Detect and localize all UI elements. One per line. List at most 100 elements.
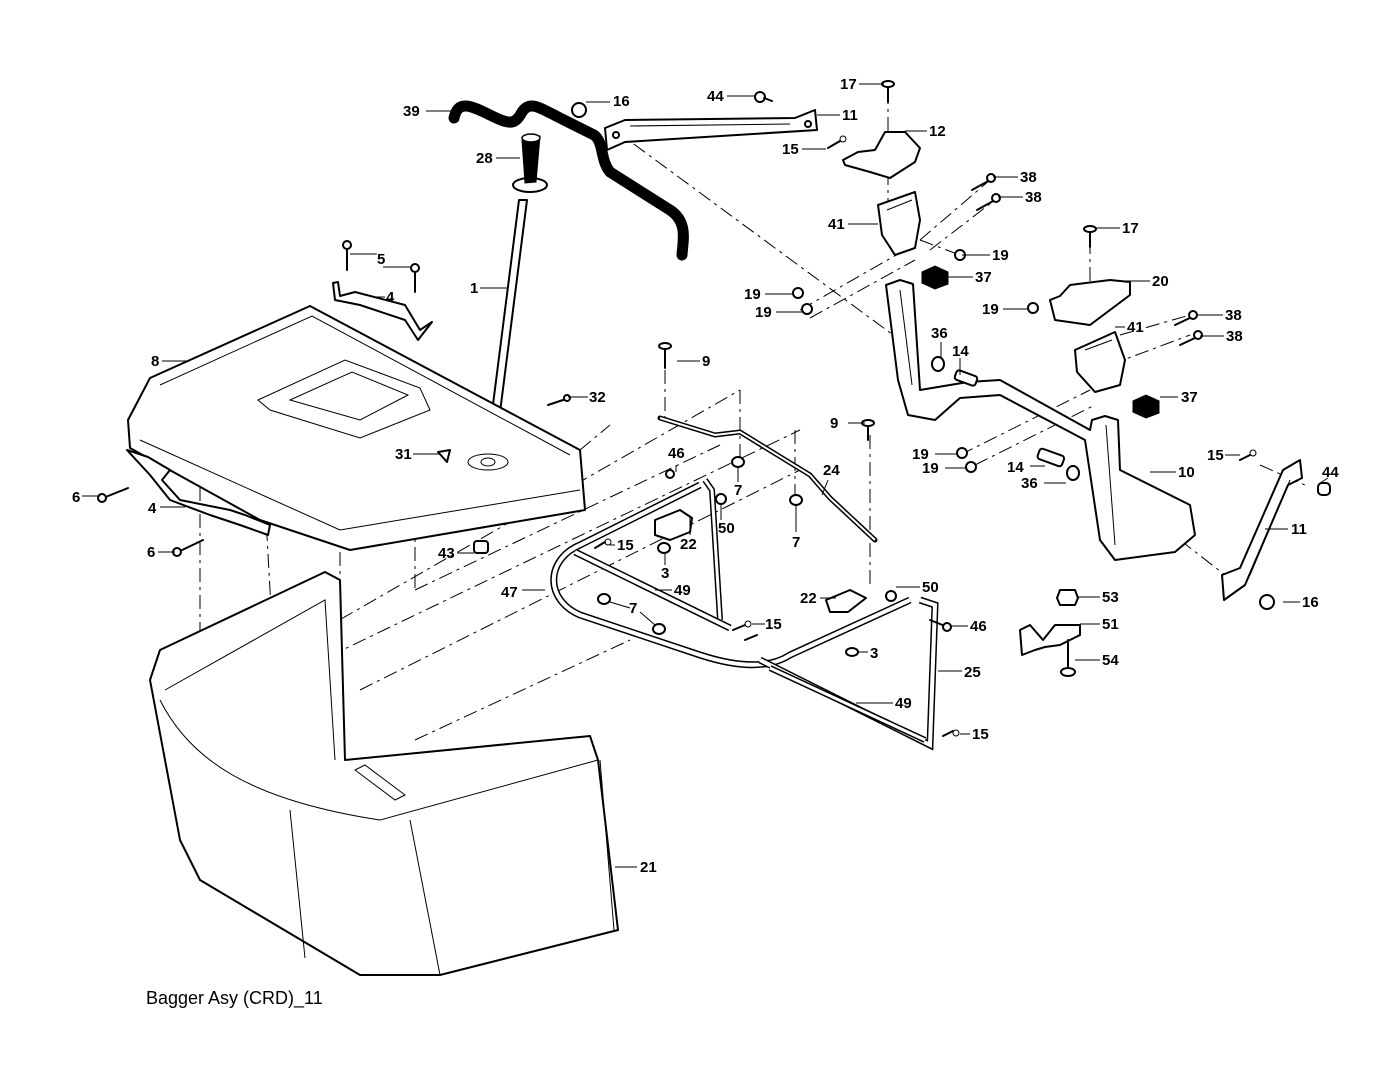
callout-19-e: 19 [912, 446, 929, 463]
callout-38-b: 38 [1025, 189, 1042, 206]
handle-side [126, 449, 271, 536]
screws-5 [342, 240, 420, 293]
callout-28: 28 [476, 150, 493, 167]
callout-1: 1 [470, 280, 478, 297]
callout-leaders [82, 83, 1329, 868]
washer-36a [931, 356, 945, 372]
mount-bracket-41b [1074, 331, 1126, 393]
callout-8: 8 [151, 353, 159, 370]
callout-32: 32 [589, 389, 606, 406]
pin-32 [547, 394, 571, 406]
callout-19-b: 19 [744, 286, 761, 303]
callout-3-b: 3 [870, 645, 878, 662]
diagram-title: Bagger Asy (CRD)_11 [146, 988, 323, 1008]
rail-49a [573, 548, 732, 632]
callout-6-bottom: 6 [147, 544, 155, 561]
callout-16-top: 16 [613, 93, 630, 110]
callout-37-right: 37 [1181, 389, 1198, 406]
handle-top [332, 281, 433, 341]
brace-top [604, 109, 818, 151]
callout-24: 24 [823, 462, 840, 479]
callout-31: 31 [395, 446, 412, 463]
callout-11-top: 11 [842, 107, 858, 124]
callout-labels: 39 28 1 5 4 8 32 31 6 4 6 43 16 44 11 15… [72, 76, 1339, 876]
callout-50-b: 50 [922, 579, 939, 596]
bumper-43 [473, 540, 489, 554]
bag-body [149, 571, 619, 976]
callout-5: 5 [377, 251, 385, 268]
callout-15-c: 15 [617, 537, 634, 554]
bolt-46 [929, 619, 952, 632]
brace-right [1221, 459, 1303, 601]
washer-36b [1066, 465, 1080, 481]
callout-9-top: 9 [702, 353, 710, 370]
callout-22-b: 22 [800, 590, 817, 607]
callout-19-f: 19 [922, 460, 939, 477]
hairpin-15a [827, 135, 847, 149]
clip-31 [437, 449, 451, 463]
callout-19-d: 19 [982, 301, 999, 318]
callout-4-top: 4 [386, 289, 395, 306]
callout-36-bottom: 36 [1021, 475, 1038, 492]
callout-51: 51 [1102, 616, 1119, 633]
callout-7-a: 7 [734, 482, 742, 499]
callout-25: 25 [964, 664, 981, 681]
callout-4-side: 4 [148, 500, 157, 517]
callout-6-top: 6 [72, 489, 80, 506]
frame-47 [550, 478, 912, 669]
callout-7-c: 7 [629, 600, 637, 617]
callout-19-a: 19 [992, 247, 1009, 264]
hairpin-15b [1239, 449, 1257, 461]
handle-grip [512, 133, 548, 193]
end-cap-37b [1132, 394, 1160, 419]
callout-17-right: 17 [1122, 220, 1139, 237]
callout-14-top: 14 [952, 343, 969, 360]
callout-41-right: 41 [1127, 319, 1144, 336]
handle-rod [488, 199, 528, 437]
callout-19-c: 19 [755, 304, 772, 321]
bracket-20 [1049, 279, 1131, 326]
nut-16b [1259, 594, 1275, 610]
callout-22-a: 22 [680, 536, 697, 553]
callout-46-right: 46 [970, 618, 987, 635]
frame-mount-10 [885, 279, 1196, 561]
bolt-38 [971, 173, 1203, 346]
callout-38-d: 38 [1226, 328, 1243, 345]
mount-bracket-41a [877, 191, 921, 256]
callout-3-a: 3 [661, 565, 669, 582]
callout-49-a: 49 [674, 582, 691, 599]
screws-6 [97, 487, 204, 557]
callout-15-right: 15 [1207, 447, 1224, 464]
nuts-19 [792, 249, 1039, 473]
bolt-44b [1317, 482, 1331, 496]
nut-16a [571, 102, 587, 118]
clamps-22 [654, 509, 867, 613]
callout-41-top: 41 [828, 216, 845, 233]
callout-12: 12 [929, 123, 946, 140]
callout-54: 54 [1102, 652, 1119, 669]
hose-tube [448, 100, 689, 261]
callout-14-bottom: 14 [1007, 459, 1024, 476]
callout-15-top: 15 [782, 141, 799, 158]
latch-51 [1019, 624, 1081, 656]
callout-38-a: 38 [1020, 169, 1037, 186]
callout-43: 43 [438, 545, 455, 562]
bracket-12 [842, 131, 921, 179]
callout-10: 10 [1178, 464, 1195, 481]
callout-9-right: 9 [830, 415, 838, 432]
bolt-44a [754, 91, 773, 103]
callout-15-d: 15 [765, 616, 782, 633]
callout-49-b: 49 [895, 695, 912, 712]
callout-44-right: 44 [1322, 464, 1339, 481]
bolt-54 [1060, 639, 1076, 677]
callout-11-right: 11 [1291, 521, 1307, 538]
callout-7-b: 7 [792, 534, 800, 551]
callout-53: 53 [1102, 589, 1119, 606]
carriage-bolts-9 [658, 342, 875, 441]
callout-36-top: 36 [931, 325, 948, 342]
hairpins-15 [594, 538, 960, 737]
end-cap-37a [921, 265, 949, 290]
callout-37-top: 37 [975, 269, 992, 286]
callout-39: 39 [403, 103, 420, 120]
bolt-17b [1083, 225, 1097, 248]
